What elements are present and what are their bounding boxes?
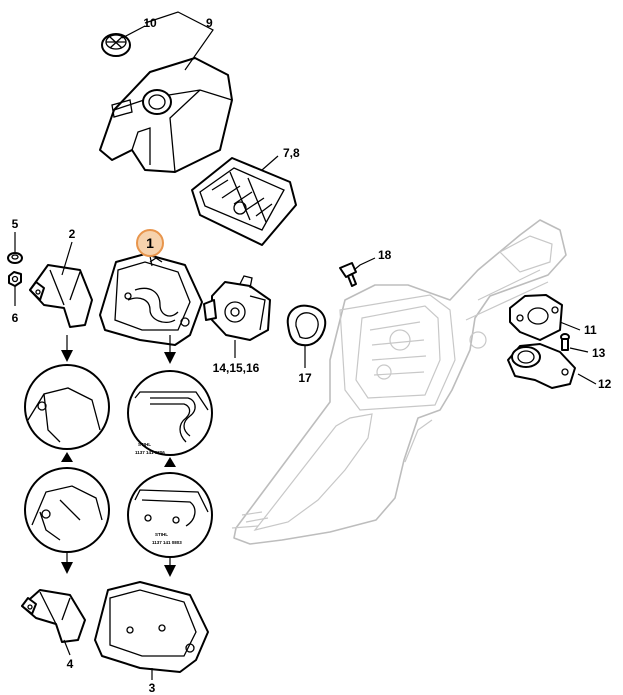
callout-10[interactable]: 10 xyxy=(143,16,157,30)
callout-9[interactable]: 9 xyxy=(206,16,213,30)
callout-7-8[interactable]: 7,8 xyxy=(283,146,300,160)
handle-frame xyxy=(231,219,567,545)
muffler-b-brand: STIHL xyxy=(155,532,168,537)
callout-4[interactable]: 4 xyxy=(67,657,74,671)
callout-11[interactable]: 11 xyxy=(584,323,597,337)
air-filter xyxy=(191,157,297,246)
callout-2[interactable]: 2 xyxy=(69,227,76,241)
callout-14-15-16[interactable]: 14,15,16 xyxy=(213,361,260,375)
detail-circle-shield-top xyxy=(24,364,110,450)
washer-5 xyxy=(7,252,23,264)
callout-5[interactable]: 5 xyxy=(12,217,19,231)
highlight-circle xyxy=(136,229,164,257)
muffler-b-partno: 1137 141 0803 xyxy=(152,540,182,545)
muffler-1 xyxy=(99,253,203,346)
callout-1[interactable]: 1 xyxy=(146,235,154,251)
carburetor xyxy=(203,275,271,341)
callout-6[interactable]: 6 xyxy=(12,311,19,325)
gasket xyxy=(286,304,327,347)
muffler-a-brand: STIHL xyxy=(138,442,151,447)
detail-circle-shield-bottom xyxy=(24,467,110,553)
detail-arrows xyxy=(61,335,176,577)
tank-cap xyxy=(101,33,131,57)
callout-3[interactable]: 3 xyxy=(149,681,156,695)
shield-2 xyxy=(29,264,93,328)
muffler-a-partno: 1137 141 0806 xyxy=(135,450,165,455)
detail-circle-muffler-bottom: STIHL 1137 141 0803 xyxy=(127,472,213,558)
muffler-3 xyxy=(94,581,209,673)
shield-4 xyxy=(21,589,86,643)
callout-17[interactable]: 17 xyxy=(298,371,312,385)
bolt-18 xyxy=(339,262,357,287)
nut-6 xyxy=(8,271,22,287)
callout-18[interactable]: 18 xyxy=(378,248,392,262)
callout-13[interactable]: 13 xyxy=(592,346,606,360)
clamp-12 xyxy=(507,343,576,389)
bracket-11 xyxy=(509,294,563,341)
detail-circle-muffler-top: STIHL 1137 141 0806 xyxy=(127,370,213,456)
leader-lines xyxy=(14,11,597,680)
callout-12[interactable]: 12 xyxy=(598,377,612,391)
screw-13 xyxy=(560,333,570,351)
shroud-cover xyxy=(99,57,233,173)
callouts[interactable]: 10 9 7,8 5 2 1 18 6 11 13 12 14,15,16 17… xyxy=(12,16,612,695)
